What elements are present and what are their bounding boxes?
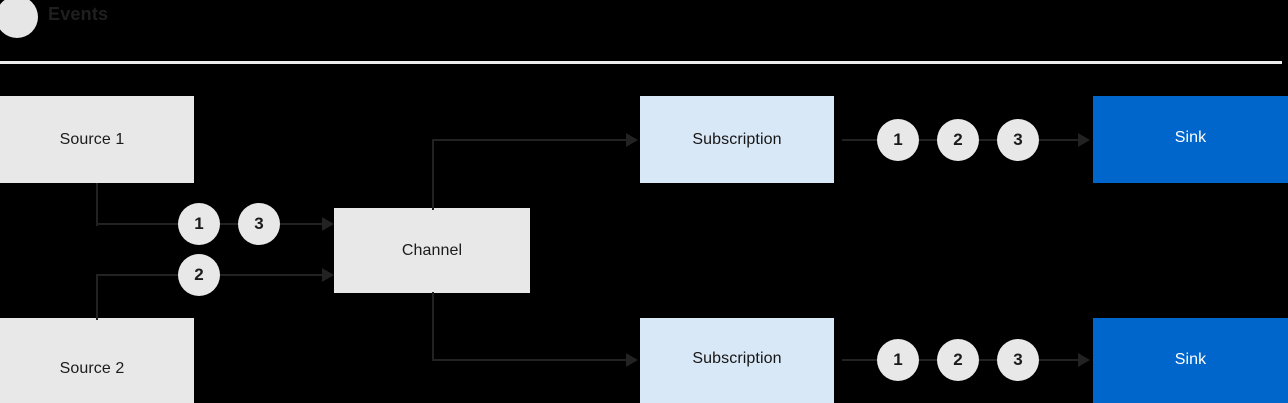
event-token-3-label: 3 (254, 214, 264, 233)
connector-channel-to-subscription-top (432, 139, 628, 141)
event-token-sink-top-1-label: 1 (893, 130, 903, 149)
event-token-sink-top-3: 3 (997, 119, 1039, 161)
event-token-sink-top-1: 1 (877, 119, 919, 161)
node-source-2-label: Source 2 (59, 360, 125, 377)
event-token-3: 3 (238, 203, 280, 245)
node-sink-bottom[interactable]: Sink (1093, 318, 1288, 403)
event-token-sink-bottom-2-label: 2 (953, 350, 963, 369)
arrow-source2-to-channel (322, 268, 334, 282)
event-token-sink-bottom-3-label: 3 (1013, 350, 1023, 369)
event-token-sink-top-3-label: 3 (1013, 130, 1023, 149)
event-token-sink-bottom-1: 1 (877, 339, 919, 381)
event-token-sink-bottom-3: 3 (997, 339, 1039, 381)
node-channel[interactable]: Channel (334, 208, 530, 293)
connector-channel-to-subscription-bottom (432, 359, 628, 361)
node-channel-label: Channel (401, 241, 463, 259)
event-token-1: 1 (178, 203, 220, 245)
event-token-sink-top-2: 2 (937, 119, 979, 161)
connector-source2-rise (96, 274, 98, 320)
header-divider (0, 61, 1282, 64)
node-source-1[interactable]: Source 1 (0, 96, 194, 183)
node-sink-bottom-label: Sink (1174, 351, 1207, 368)
arrow-channel-to-subscription-bottom (626, 353, 638, 367)
node-source-2[interactable]: Source 2 (0, 318, 194, 403)
event-token-2: 2 (178, 254, 220, 296)
node-subscription-bottom-label: Subscription (692, 350, 782, 367)
legend: Events (0, 0, 300, 40)
arrow-source1-to-channel (322, 217, 334, 231)
event-token-2-label: 2 (194, 265, 204, 284)
event-token-sink-top-2-label: 2 (953, 130, 963, 149)
connector-source1-drop (96, 183, 98, 226)
node-subscription-top[interactable]: Subscription (640, 96, 834, 183)
node-subscription-bottom[interactable]: Subscription (640, 318, 834, 403)
node-subscription-top-label: Subscription (692, 130, 782, 148)
connector-channel-down (432, 292, 434, 361)
node-sink-top[interactable]: Sink (1093, 96, 1288, 183)
event-dot-icon (0, 0, 38, 38)
arrow-subscription-top-to-sink (1078, 133, 1090, 147)
connector-channel-up (432, 140, 434, 210)
event-token-sink-bottom-1-label: 1 (893, 350, 903, 369)
node-sink-top-label: Sink (1174, 129, 1207, 146)
arrow-channel-to-subscription-top (626, 133, 638, 147)
arrow-subscription-bottom-to-sink (1078, 353, 1090, 367)
legend-label: Events (48, 4, 109, 24)
event-token-1-label: 1 (194, 214, 204, 233)
event-token-sink-bottom-2: 2 (937, 339, 979, 381)
node-source-1-label: Source 1 (59, 130, 125, 148)
